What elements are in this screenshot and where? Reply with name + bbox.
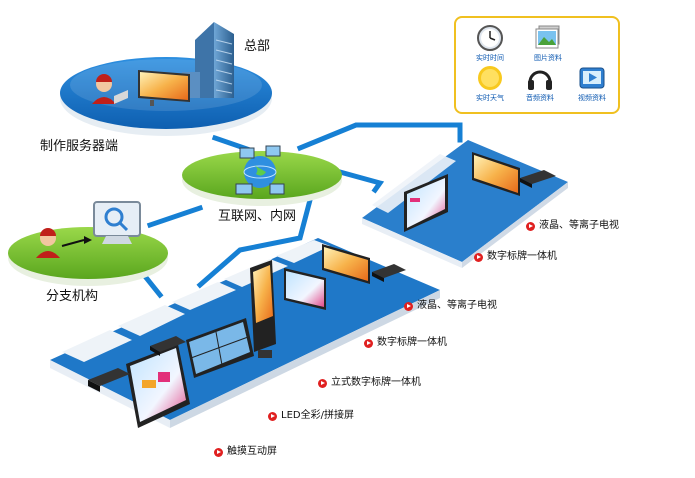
branch-operator-icon [36, 228, 92, 258]
lower-terminal-kiosk: 立式数字标牌一体机 [318, 377, 421, 389]
media-legend: 实时时间 图片资料 实时天气 音频资料 视频资料 [454, 16, 620, 114]
bullet-arrow-icon [404, 301, 413, 311]
upper-devices [404, 152, 556, 232]
lower-terminal-tv: 液晶、等离子电视 [404, 300, 497, 312]
bullet-arrow-icon [474, 252, 483, 262]
lower-devices [88, 244, 406, 428]
bullet-arrow-icon [526, 221, 535, 231]
operator-icon [92, 74, 128, 104]
search-monitor-icon [93, 201, 141, 244]
upper-tv-2-icon [472, 152, 520, 196]
signage-monitor-icon [284, 268, 326, 310]
bullet-arrow-icon [214, 447, 223, 457]
player-box-1-icon [88, 368, 130, 392]
bullet-arrow-icon [364, 338, 373, 348]
player-box-3-icon [372, 264, 406, 282]
sun-icon [478, 66, 502, 90]
headphones-icon [528, 70, 552, 90]
bullet-arrow-icon [268, 411, 277, 421]
control-monitor-icon [138, 70, 190, 106]
lower-terminal-touch: 触摸互动屏 [214, 446, 277, 458]
touch-screen-icon [126, 344, 190, 428]
standing-kiosk-icon [250, 260, 276, 358]
led-wall-icon [186, 318, 254, 378]
upper-terminal-tv: 液晶、等离子电视 [526, 220, 619, 232]
video-player-icon [579, 67, 605, 89]
player-box-2-icon [150, 336, 186, 356]
upper-tv-1-icon [404, 174, 448, 232]
headquarters-label: 总部 [244, 39, 271, 54]
branch-label: 分支机构 [46, 289, 99, 304]
lower-tv-icon [322, 244, 370, 284]
lower-terminal-led: LED全彩/拼接屏 [268, 410, 354, 422]
legend-clock: 实时时间 [468, 24, 512, 62]
globe-network-icon [235, 145, 285, 195]
legend-audio: 音频资料 [518, 64, 562, 102]
upper-platform [362, 140, 568, 268]
picture-icon [535, 25, 560, 49]
clock-icon [477, 25, 503, 51]
network-label: 互联网、内网 [218, 209, 297, 224]
upper-terminal-signage: 数字标牌一体机 [474, 251, 557, 263]
legend-picture: 图片资料 [526, 24, 570, 62]
production-server-label: 制作服务器端 [40, 139, 119, 154]
legend-weather: 实时天气 [468, 64, 512, 102]
upper-player-box-icon [520, 170, 556, 188]
branch-platform [8, 227, 168, 286]
legend-video: 视频资料 [570, 64, 614, 102]
lower-terminal-signage: 数字标牌一体机 [364, 337, 447, 349]
bullet-arrow-icon [318, 378, 327, 388]
